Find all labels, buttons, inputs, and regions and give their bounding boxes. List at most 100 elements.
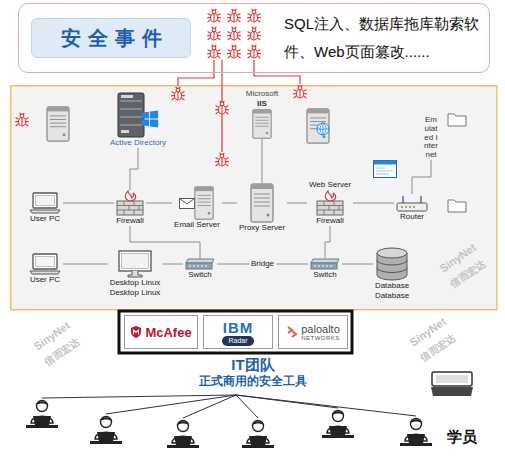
network-link — [63, 203, 114, 204]
bug-grid-part — [207, 9, 221, 22]
network-link — [412, 160, 431, 194]
network-link — [162, 264, 183, 265]
network-link — [222, 203, 237, 204]
brand-text: IBMRadar — [222, 319, 253, 346]
node-label: Microsoft — [246, 89, 278, 99]
student-icon-part — [90, 417, 122, 445]
fan-line-part — [236, 395, 416, 416]
laptop-symbol — [30, 254, 60, 274]
node-label: User PC — [30, 214, 60, 224]
iis-server: MicrosoftIIS — [244, 89, 280, 139]
incident-list: SQL注入、数据库拖库勒索软件、Web页面篡改...... — [284, 10, 484, 66]
node-label: Desktop Linux — [110, 288, 161, 298]
bug-icon-part — [15, 113, 29, 126]
network-icon-part — [317, 123, 329, 135]
bug-grid-part — [207, 45, 221, 58]
fan-line-part — [106, 395, 236, 414]
vendor-bracket — [119, 311, 352, 353]
node-label: Firewall — [116, 216, 144, 226]
firewall: Firewall — [114, 190, 146, 226]
server-symbol — [251, 184, 273, 222]
fan-line-part — [183, 395, 236, 418]
team-subtitle: 正式商用的安全工具 — [199, 375, 307, 389]
bug-icon-part — [171, 87, 185, 100]
monitor-symbol — [119, 251, 151, 277]
link-label: Bridge — [249, 259, 276, 269]
brand-name: IBM — [223, 319, 254, 336]
node-label: Firewall — [316, 216, 344, 226]
product-name: Radar — [222, 336, 253, 346]
brand-text: McAfee — [145, 325, 191, 340]
directory-server: Active Directory — [108, 92, 168, 148]
network-icon-part — [374, 161, 397, 178]
student-label: 学员 — [447, 428, 477, 445]
fan-line-part — [236, 395, 258, 418]
device-icon — [118, 250, 152, 278]
firewall-symbol — [117, 191, 143, 215]
desktop-pc: Desktop LinuxDesktop Linux — [108, 250, 163, 298]
router-symbol — [397, 196, 427, 211]
network-link — [342, 264, 373, 265]
node-label: Switch — [313, 270, 337, 280]
user-pc: User PC — [27, 192, 63, 224]
device-icon — [179, 186, 215, 220]
brand-icon — [130, 325, 142, 339]
network-icon-part — [448, 200, 466, 212]
student-icon-part — [400, 419, 432, 447]
brand-name: McAfee — [145, 325, 191, 340]
student-icon-part — [167, 421, 199, 449]
team-title: IT团队 — [231, 356, 274, 373]
router: Router — [394, 194, 430, 222]
network-link — [63, 264, 108, 265]
bug-icon-part — [215, 101, 229, 114]
device-icon — [316, 190, 344, 216]
device-icon — [185, 258, 215, 270]
brand-tagline: NETWORKS — [301, 335, 340, 342]
network-icon-part — [307, 109, 329, 143]
dbserver-symbol — [118, 93, 144, 137]
student-icon — [26, 372, 473, 448]
node-label: Database — [375, 281, 409, 291]
email-server: Email Server — [172, 186, 222, 230]
device-icon — [250, 183, 274, 223]
bug-icon-part — [215, 153, 229, 166]
bug-grid-part — [247, 9, 261, 22]
network-icon-part — [47, 107, 69, 141]
incident-banner: SQL注入、数据库拖库勒索软件、Web页面篡改......安全事件 — [18, 3, 490, 73]
bug-grid-part — [227, 45, 241, 58]
device-icon — [250, 109, 274, 139]
student-icon-part — [242, 421, 274, 449]
student-icon-part — [26, 401, 58, 429]
node-label: Proxy Server — [239, 223, 285, 233]
student-icon-part — [322, 411, 354, 439]
node-label: Database — [375, 291, 409, 301]
node-label: Email Server — [174, 220, 220, 230]
fan-line-part — [42, 395, 236, 398]
vendor-logo-box: McAfee — [124, 315, 198, 349]
network-link — [353, 203, 394, 204]
network-link — [325, 226, 330, 258]
network-link — [287, 203, 307, 204]
bug-grid-part — [227, 27, 241, 40]
database: DatabaseDatabase — [373, 247, 411, 301]
attack-line-part — [178, 60, 214, 86]
firewall-symbol — [317, 191, 343, 215]
laptop-symbol — [30, 193, 60, 213]
network-link — [146, 203, 172, 204]
device-icon — [116, 190, 144, 216]
device-icon — [396, 194, 428, 212]
node-label: IIS — [257, 99, 267, 109]
node-label: Active Directory — [110, 138, 166, 148]
brand-icon — [286, 325, 298, 339]
network-area — [11, 86, 497, 310]
network-icon-part — [448, 114, 466, 126]
firewall: Web ServerFirewall — [307, 180, 353, 226]
brand-text: paloaltoNETWORKS — [301, 323, 340, 342]
student-icon-part — [431, 372, 473, 396]
bug-grid-part — [247, 27, 261, 40]
device-icon — [310, 258, 340, 270]
bug-grid — [207, 9, 261, 58]
db-symbol — [377, 248, 407, 280]
node-label: Switch — [188, 270, 212, 280]
